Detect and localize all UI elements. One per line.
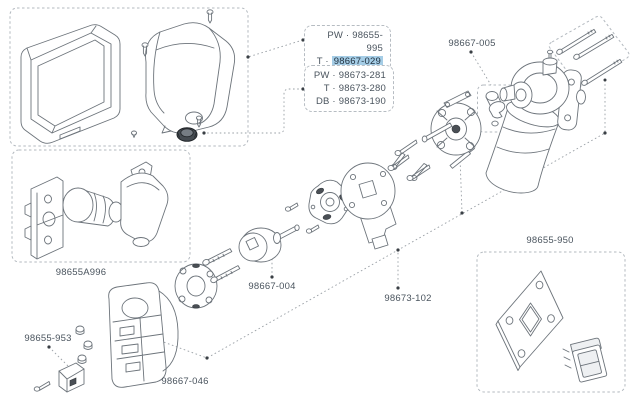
long-bolt-icon (573, 33, 615, 60)
wall-plate (495, 270, 564, 371)
color-code: DB · (315, 96, 336, 107)
motor-mount-flange (421, 90, 482, 156)
clip-screw-icon (33, 381, 51, 392)
color-code: T · (323, 83, 336, 94)
label-motor-unit[interactable]: 98655A996 (55, 267, 107, 278)
label-bushing-kit[interactable]: 98667-005 (448, 38, 496, 49)
motor-group-box (11, 149, 191, 263)
gearbox-drum (340, 162, 397, 250)
label-gearbox-kit[interactable]: 98673-102 (384, 293, 432, 304)
drive-coupling (238, 224, 300, 263)
label-housing-kit[interactable]: 98667-046 (161, 376, 209, 387)
callout-row: DB ·98673-190 (311, 95, 386, 108)
callout-row: PW ·98655-995 (311, 29, 383, 55)
callout-knob-kit: PW ·98673-281 T ·98673-280 DB ·98673-190 (304, 65, 394, 112)
long-bolt-icon (581, 58, 623, 86)
rocker-switch (562, 337, 608, 383)
motor-housing (108, 282, 179, 388)
color-code: T · (316, 56, 329, 67)
cover-screw-icon (130, 130, 138, 138)
leader-lines (47, 38, 607, 371)
wall-plate-group-box (476, 251, 626, 393)
motor-gear-assembly (24, 161, 169, 260)
cover-shell-left (20, 24, 121, 144)
covers-group-box (9, 7, 249, 147)
part-number-highlighted[interactable]: 98667-029 (331, 56, 383, 67)
cover-screw-icon (195, 115, 203, 128)
long-bolt-icon (556, 28, 597, 55)
callout-row: T ·98673-280 (311, 82, 386, 95)
mounting-screw-icon (210, 265, 241, 284)
cover-screw-icon (206, 9, 214, 24)
bolts-group-box (548, 15, 630, 87)
part-number[interactable]: 98655-995 (352, 30, 383, 54)
color-code: PW · (313, 70, 336, 81)
spacer-nuts (75, 325, 93, 364)
flange-screw-icon (406, 164, 431, 182)
end-clip (58, 362, 85, 393)
part-number[interactable]: 98673-190 (338, 96, 386, 107)
mounting-screw-icon (202, 248, 233, 266)
callout-cover-kit: PW ·98655-995 T ·98667-029 (304, 25, 391, 72)
motor-unit (485, 49, 586, 194)
small-screw-icon (305, 224, 320, 234)
part-number[interactable]: 98673-280 (338, 83, 386, 94)
cover-shell-right (145, 22, 236, 134)
flange-screw-icon (387, 154, 410, 172)
part-number[interactable]: 98673-281 (338, 70, 386, 81)
bearing-flange-ring (174, 263, 218, 309)
color-code: PW · (327, 30, 350, 41)
cover-screw-icon (141, 42, 149, 57)
label-wall-plate-kit[interactable]: 98655-950 (526, 235, 574, 246)
small-screw-icon (284, 202, 299, 212)
knob-nut (176, 127, 198, 142)
label-clip-kit[interactable]: 98655-953 (24, 333, 72, 344)
shaft-bushing (485, 91, 506, 127)
callout-row: T ·98667-029 (311, 55, 383, 68)
label-coupling-kit[interactable]: 98667-004 (248, 281, 296, 292)
callout-row: PW ·98673-281 (311, 69, 386, 82)
flange-screw-icon (394, 139, 418, 157)
